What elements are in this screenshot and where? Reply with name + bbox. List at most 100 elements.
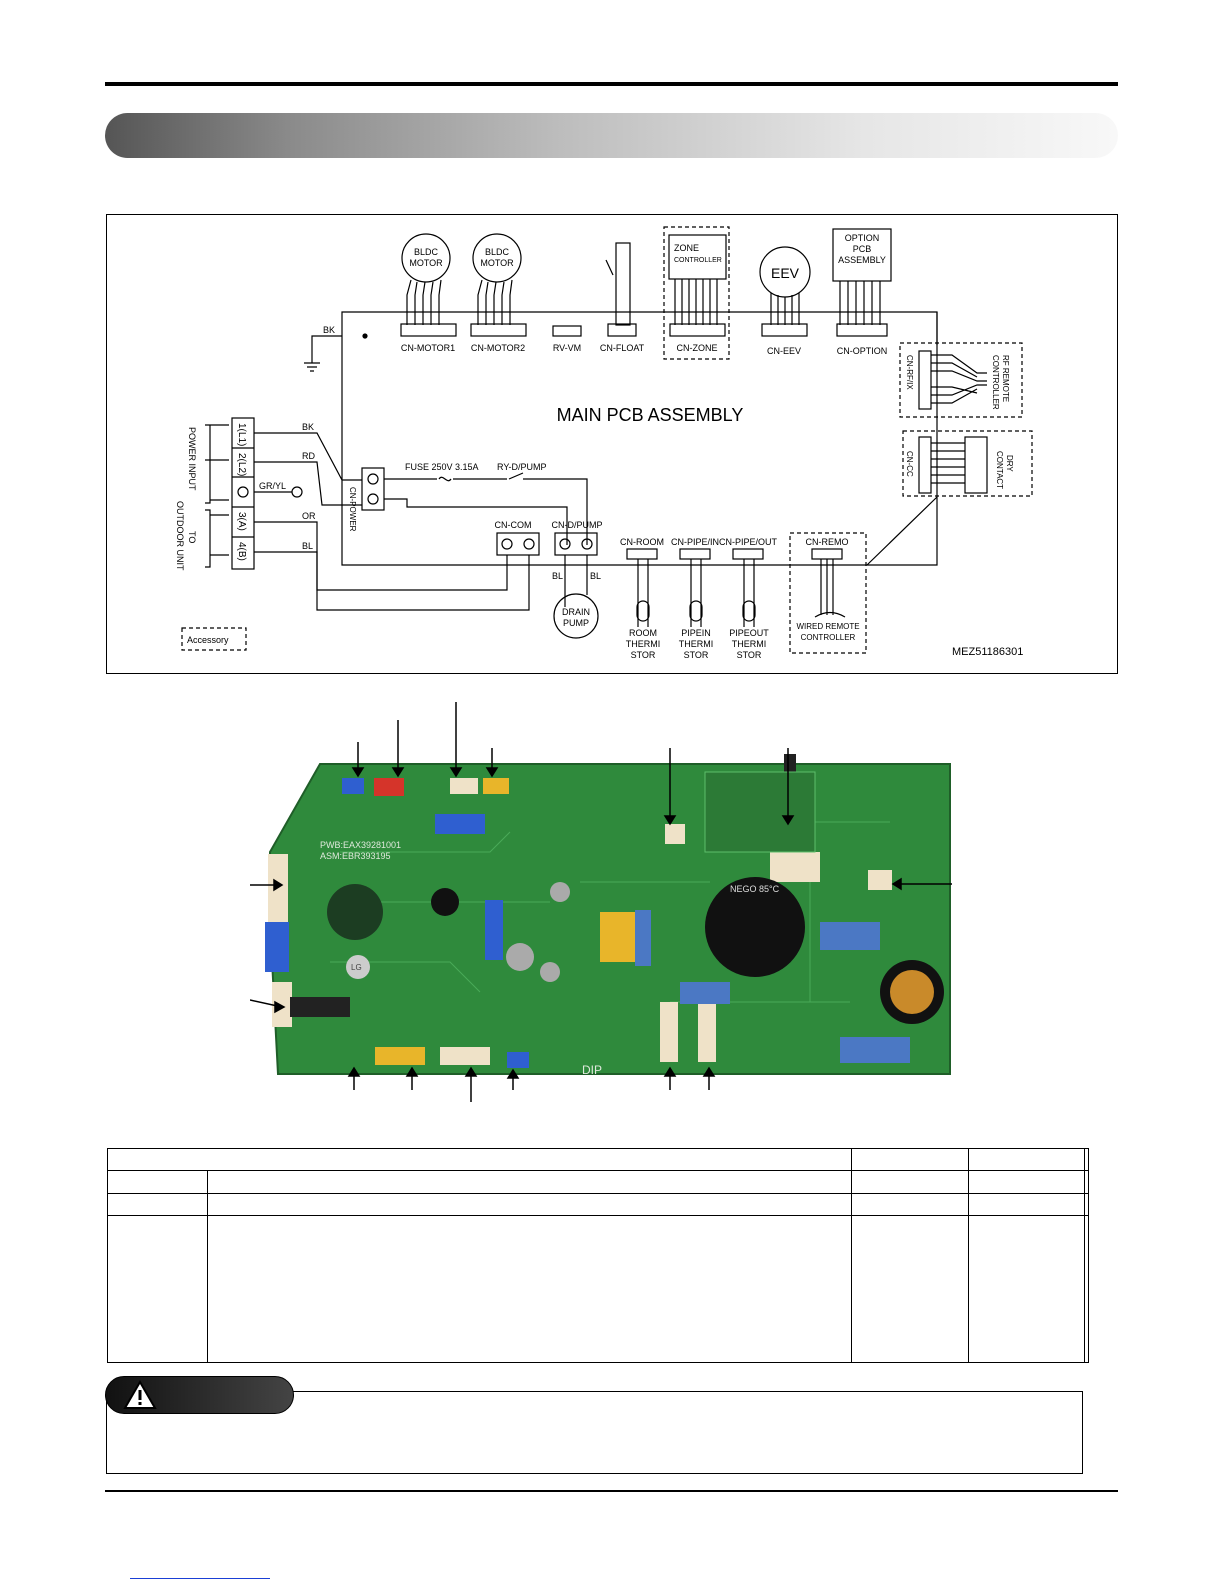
table-cell [207,1193,852,1216]
cn-zone-label: CN-ZONE [677,343,718,353]
rf-connector-label: CN-RF/IX [905,355,914,390]
table-cell [967,1215,1085,1363]
terminal-1: 1(L1) [236,423,247,446]
pcb-capacitor-2 [540,962,560,982]
bldc-motor-2-icon [472,233,522,283]
wiring-diagram-svg: BLDC MOTOR BLDC MOTOR EEV ZONE CONTROLLE… [175,226,1033,660]
table-row [107,1193,1090,1216]
table-cell [207,1215,852,1363]
wired-remote-2: CONTROLLER [801,633,856,642]
cn-option-label: CN-OPTION [837,346,888,356]
table-cell [850,1215,969,1363]
pcb-capacitor-3 [550,882,570,902]
table-cell [1083,1148,1090,1171]
bl-left-label: BL [552,571,563,581]
relay-label: RY-D/PUMP [497,462,547,472]
pcb-relay [680,982,730,1004]
option-label-3: ASSEMBLY [838,255,886,265]
table-cell [207,1170,852,1194]
caution-tab [105,1376,294,1414]
therm-pipein-3: STOR [684,650,709,660]
pcb-component-round [327,884,383,940]
dry-contact-1: DRY [1005,455,1014,472]
bk-label-top: BK [323,325,335,335]
wiring-diagram: BLDC MOTOR BLDC MOTOR EEV ZONE CONTROLLE… [106,214,1118,674]
table-cell [967,1193,1085,1216]
table-row [107,1170,1090,1194]
motor-2-label-2: MOTOR [480,258,514,268]
pcb-connector-float [665,824,685,844]
eev-label: EEV [771,265,800,281]
wired-remote-1: WIRED REMOTE [796,622,859,631]
therm-room-1: ROOM [629,628,657,638]
top-rule [105,82,1118,86]
pcb-lg-logo [346,955,370,979]
rf-remote-2: CONTROLLER [991,355,1000,410]
table-cell [1083,1170,1090,1194]
therm-room-2: THERMI [626,639,661,649]
outdoor-label-1: TO [187,531,197,543]
rd-label: RD [302,451,315,461]
model-code: MEZ51186301 [952,646,1023,658]
pcb-capacitor-box-2 [840,1037,910,1063]
table-cell [107,1193,208,1216]
rv-vm-label: RV-VM [553,343,581,353]
table-cell [850,1193,969,1216]
table-header-row [107,1148,1090,1171]
pcb-connector-left-blue [265,922,289,972]
table-cell [107,1148,852,1171]
table-cell [1083,1193,1090,1216]
pcb-buzzer [431,888,459,916]
cn-power-label: CN-POWER [348,487,357,532]
pcb-relay-small [635,910,651,966]
bottom-rule [105,1490,1118,1492]
or-label: OR [302,511,316,521]
main-pcb-label: MAIN PCB ASSEMBLY [557,405,744,425]
pcb-connector-yellow-top [483,778,509,794]
option-label-1: OPTION [845,233,880,243]
cn-pipe-out-label: CN-PIPE/OUT [719,537,778,547]
pcb-dip-switch [290,997,350,1017]
pcb-relay-area [704,771,816,853]
pcb-main-capacitor [705,877,805,977]
pcb-capacitor-box-1 [820,922,880,950]
cn-eev-label: CN-EEV [767,346,801,356]
pcb-capacitor-1 [506,943,534,971]
motor-1-label-1: BLDC [414,247,439,257]
pcb-connector-blue-top [342,778,364,794]
drain-pump-1: DRAIN [562,607,590,617]
terminal-3: 3(A) [236,512,247,531]
pcb-connector-bottom-4 [698,1002,716,1062]
table-cell [1083,1215,1090,1363]
pwb-text: PWB:EAX39281001 [320,840,401,850]
gryl-label: GR/YL [259,481,286,491]
accessory-label: Accessory [187,635,229,645]
caution-box [106,1391,1083,1474]
bl-label: BL [302,541,313,551]
bk-label: BK [302,422,314,432]
zone-label-2: CONTROLLER [674,257,722,264]
warning-icon [123,1379,157,1409]
pcb-connector-power [868,870,892,890]
pcb-connector-white-right [770,852,820,882]
power-input-label: POWER INPUT [187,427,197,491]
pcb-connector-white-top [450,778,478,794]
bldc-motor-1-icon [401,233,451,283]
spec-table [107,1148,1090,1363]
pcb-connector-left-1 [268,854,288,924]
terminal-4: 4(B) [236,542,247,561]
cn-pipe-in-label: CN-PIPE/IN [671,537,719,547]
drain-pump-2: PUMP [563,618,589,628]
therm-pipeout-2: THERMI [732,639,767,649]
zone-label-1: ZONE [674,243,699,253]
pcb-connector-bottom-1 [375,1047,425,1065]
dip-text: DIP [582,1063,602,1077]
cc-connector-label: CN-CC [905,451,914,477]
table-cell [967,1170,1085,1194]
table-row [107,1215,1090,1363]
cn-float-label: CN-FLOAT [600,343,645,353]
pcb-connector-blue-mid [435,814,485,834]
footer-link-underline[interactable] [130,1578,270,1579]
motor-2-label-1: BLDC [485,247,510,257]
pcb-photo: PWB:EAX39281001 ASM:EBR393195 DIP LG NEG… [250,702,970,1120]
